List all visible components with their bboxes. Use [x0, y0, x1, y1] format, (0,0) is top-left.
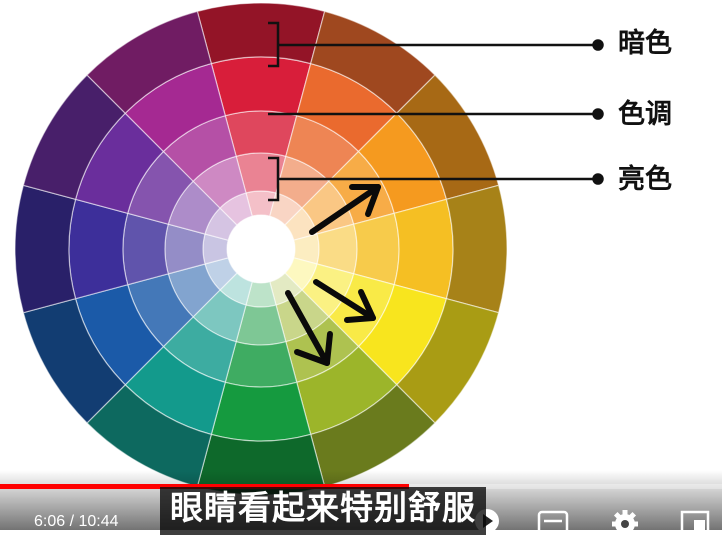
wheel-segment [224, 110, 298, 158]
caption-text: 眼睛看起来特别舒服 [160, 487, 486, 535]
wheel-segment [393, 198, 454, 300]
wheel-segment [196, 2, 326, 65]
time-display: 6:06 / 10:44 [34, 513, 119, 530]
miniplayer-icon [680, 510, 710, 530]
wheel-segment [352, 212, 400, 286]
subtitles-button[interactable] [537, 508, 569, 530]
label-light: 亮色 [618, 164, 672, 195]
light-pointer-dot [592, 173, 604, 185]
wheel-segment [445, 184, 508, 314]
wheel-segment [210, 56, 312, 117]
settings-button[interactable] [610, 508, 640, 530]
settings-icon [612, 510, 638, 530]
wheel-segment [86, 10, 213, 115]
label-dark: 暗色 [618, 28, 672, 59]
arrow-down [285, 290, 333, 366]
progress-bar[interactable] [0, 484, 722, 489]
label-hue: 色调 [618, 99, 672, 130]
miniplayer-button[interactable] [680, 508, 710, 530]
wheel-center [227, 215, 295, 283]
hue-pointer-dot [592, 108, 604, 120]
wheel-segment [122, 212, 170, 286]
wheel-segment [14, 184, 77, 314]
subtitles-icon [537, 510, 569, 530]
progress-played [0, 484, 409, 489]
wheel-segment [210, 381, 312, 442]
arrow-upper-right [309, 184, 381, 235]
arrow-right [313, 279, 376, 323]
wheel-segment [68, 198, 129, 300]
dark-pointer-dot [592, 39, 604, 51]
wheel-segment [224, 340, 298, 388]
